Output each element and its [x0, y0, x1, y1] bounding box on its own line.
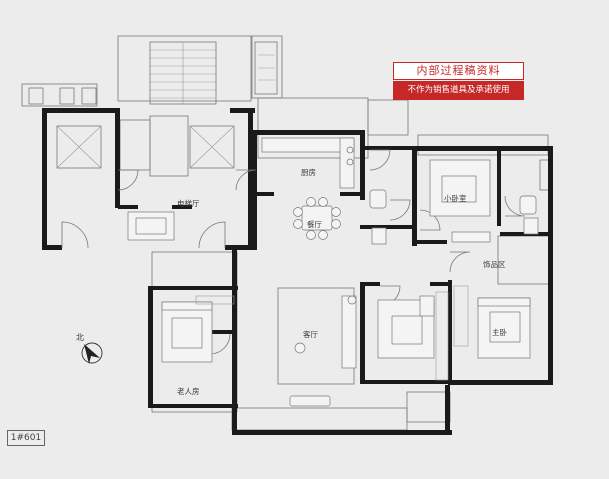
north-label: 北 — [76, 333, 84, 342]
notice-title: 内部过程稿资料 — [393, 62, 524, 80]
north-arrow-icon — [81, 342, 103, 364]
notice-box: 内部过程稿资料 不作为销售道具及承诺使用 — [393, 62, 524, 102]
stair-icon — [149, 41, 217, 105]
room-label-master-bedroom: 主卧 — [492, 327, 507, 337]
room-label-small-bedroom: 小卧室 — [444, 193, 467, 203]
elevator-icon — [56, 115, 235, 177]
room-label-elevator-hall: 电梯厅 — [177, 198, 200, 208]
walls — [42, 108, 553, 435]
room-label-elderly-room: 老人房 — [177, 386, 200, 396]
room-label-living-room: 客厅 — [303, 329, 318, 339]
unit-code-label: 1#601 — [7, 430, 45, 446]
notice-subtitle: 不作为销售道具及承诺使用 — [393, 81, 524, 100]
furniture-icon — [127, 137, 539, 407]
room-label-decor-area: 饰品区 — [483, 259, 506, 269]
door-swing-icon — [61, 149, 526, 355]
room-label-dining: 餐厅 — [307, 220, 322, 229]
room-label-kitchen: 厨房 — [301, 167, 316, 177]
